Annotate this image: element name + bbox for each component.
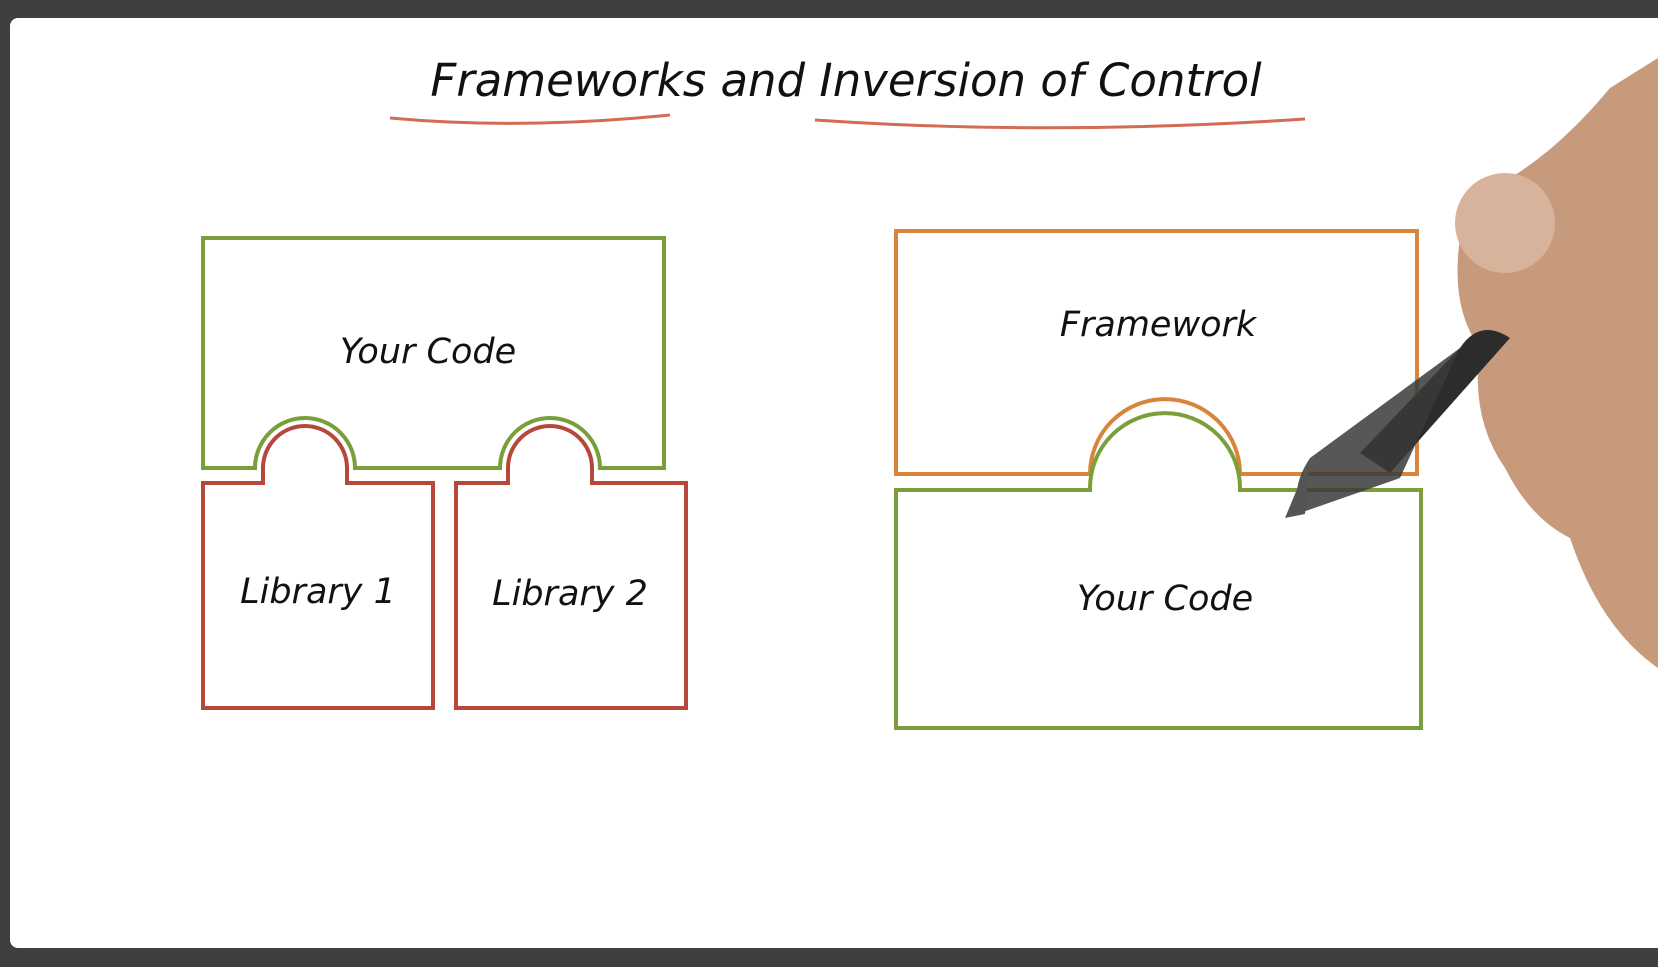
whiteboard-slide: Frameworks and Inversion of Control Your… (10, 18, 1658, 948)
ioc-diagram: Frameworks and Inversion of Control Your… (201, 54, 1658, 730)
fingertip (1455, 173, 1555, 273)
title-underline-1 (389, 113, 671, 125)
right-your-code-label: Your Code (1077, 579, 1253, 619)
framework-box (894, 229, 1419, 476)
right-your-code-box (894, 411, 1423, 730)
title-underline-2 (814, 117, 1306, 130)
left-your-code-label: Your Code (340, 332, 516, 372)
page-title: Frameworks and Inversion of Control (430, 54, 1262, 107)
library-2-box (454, 424, 688, 710)
library-1-box (201, 424, 435, 710)
left-your-code-box (201, 236, 666, 470)
hand-stylus-overlay (1285, 58, 1658, 668)
framework-label: Framework (1060, 305, 1258, 345)
library-2-label: Library 2 (492, 574, 648, 614)
stylus-body (1296, 348, 1460, 513)
stylus-tip (1285, 458, 1310, 518)
library-1-label: Library 1 (240, 572, 396, 612)
video-bottom-strip (0, 948, 1658, 967)
